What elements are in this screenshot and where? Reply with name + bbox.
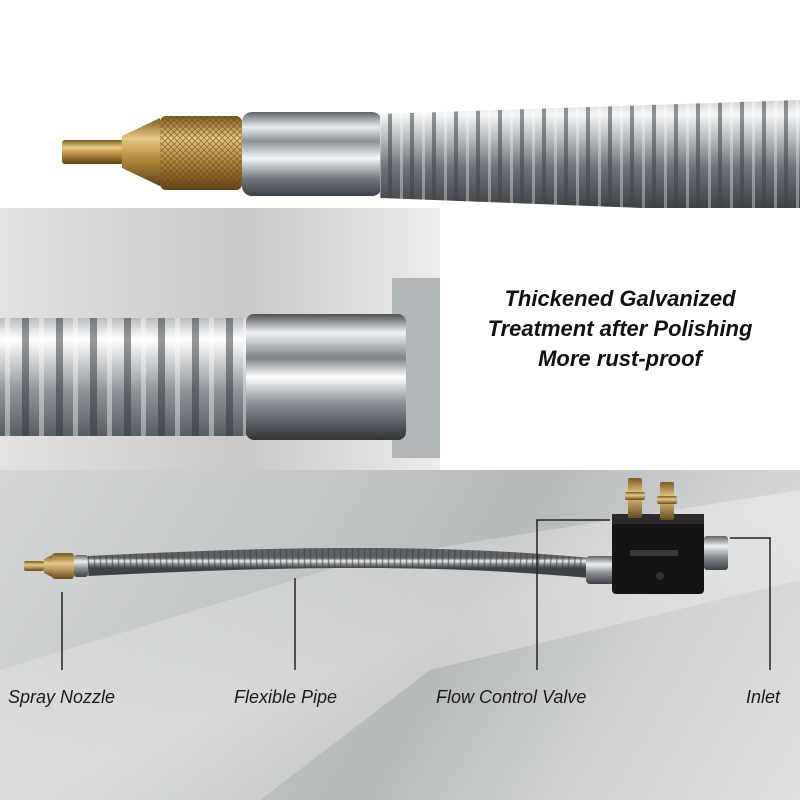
label-spray-nozzle: Spray Nozzle (8, 687, 116, 707)
headline-caption: Thickened Galvanized Treatment after Pol… (448, 284, 792, 374)
nozzle-closeup-illustration (62, 100, 800, 208)
inlet-fitting (704, 536, 728, 570)
callout-line-inlet (730, 537, 771, 670)
pipe-detail-illustration (0, 278, 440, 458)
label-flow-control-valve: Flow Control Valve (436, 687, 587, 707)
label-inlet: Inlet (746, 687, 781, 707)
label-flexible-pipe: Flexible Pipe (234, 687, 338, 707)
pipe-fitting (586, 556, 620, 584)
coiled-pipe-detail (0, 318, 250, 436)
spray-nozzle-tip (24, 561, 44, 571)
chrome-collar (242, 112, 382, 196)
headline-line-3: More rust-proof (538, 346, 702, 371)
coiled-pipe-top (380, 100, 800, 208)
nozzle-closeup-photo (0, 0, 800, 208)
product-overview-photo: Spray Nozzle Flexible Pipe Flow Control … (0, 470, 800, 800)
headline-line-1: Thickened Galvanized (504, 286, 736, 311)
nozzle-tip (62, 140, 124, 164)
pipe-sleeve-detail (246, 314, 406, 440)
nozzle-cone (122, 118, 160, 186)
pipe-detail-photo (0, 208, 440, 470)
headline-line-2: Treatment after Polishing (487, 316, 753, 341)
product-overview-illustration (0, 478, 800, 800)
callout-line-valve (536, 519, 610, 670)
spray-nozzle (52, 553, 74, 579)
galvanized-detail-section: Thickened Galvanized Treatment after Pol… (0, 208, 800, 470)
